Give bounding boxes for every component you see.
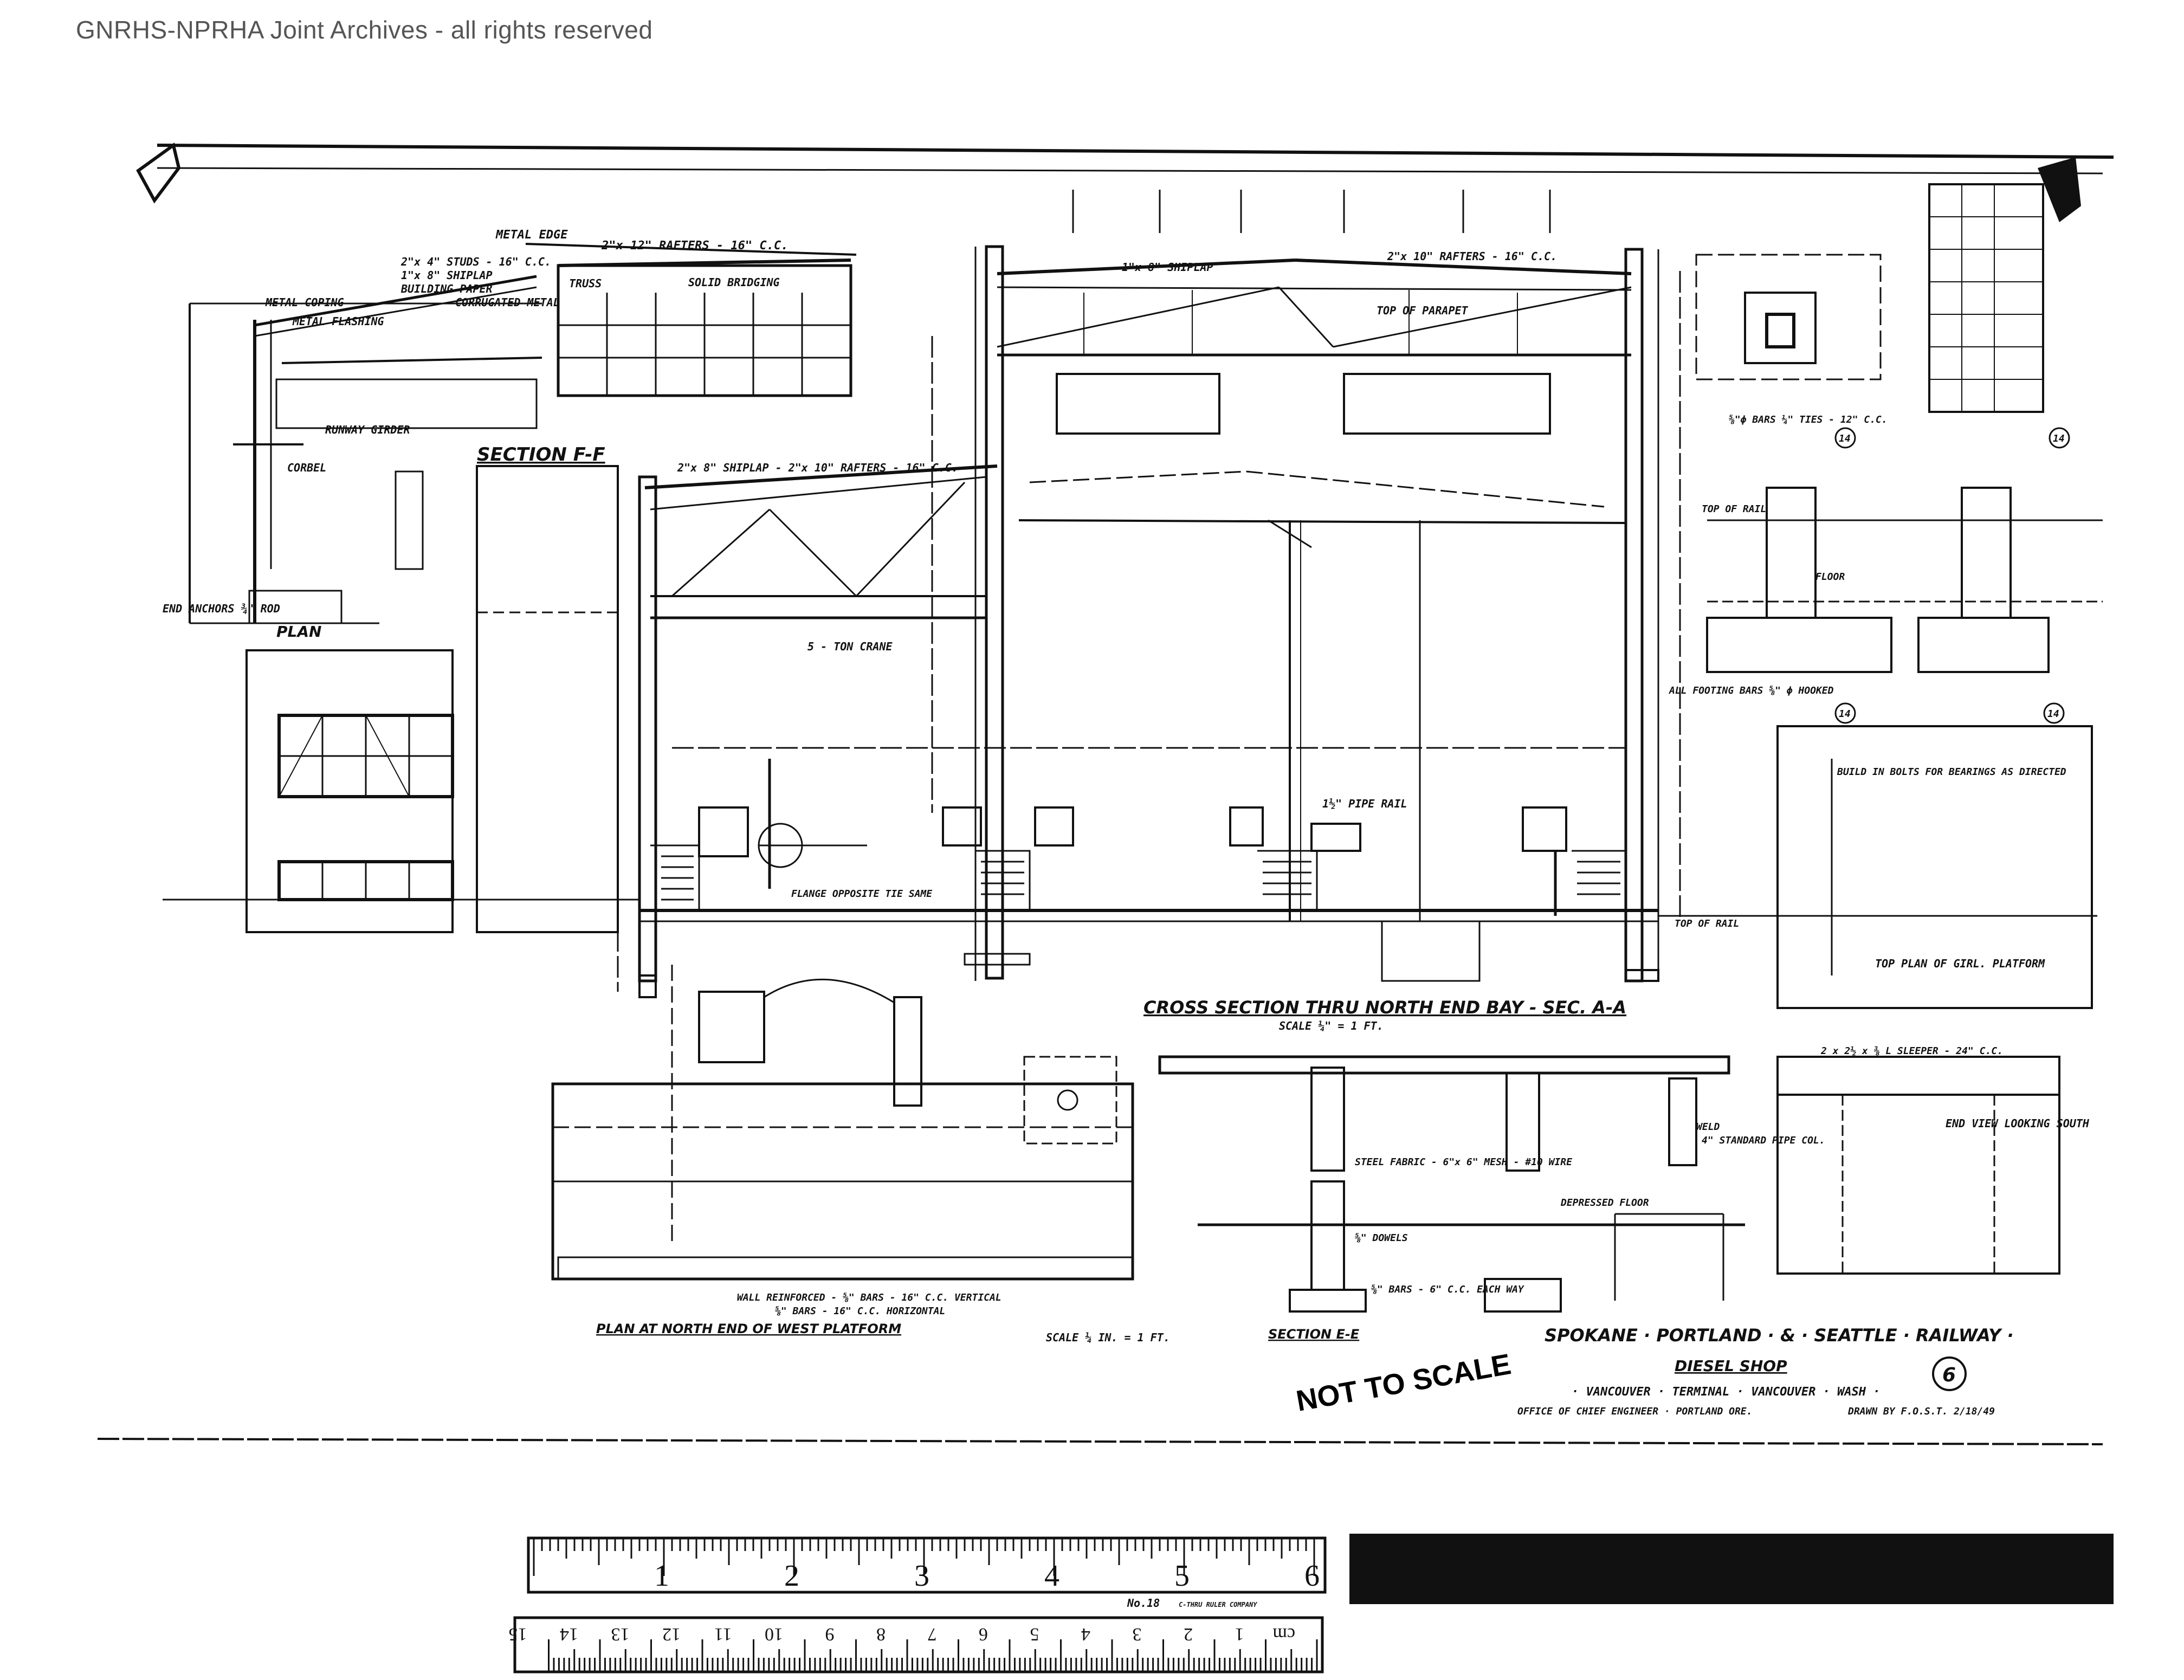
ruler-cm-number: 4 [1081, 1624, 1090, 1644]
cross-section-aa: 2"x 10" RAFTERS - 16" C.C. 1"x 8" SHIPLA… [163, 190, 2097, 1032]
ruler-cm-number: 1 [1235, 1624, 1244, 1644]
label-footing-bars: ALL FOOTING BARS ⅝" ϕ HOOKED [1669, 685, 1834, 696]
ruler-inch-number: 5 [1174, 1559, 1190, 1593]
ruler-cm-number: cm [1272, 1624, 1295, 1644]
label-shiplap: 1"x 8" SHIPLAP [401, 269, 493, 282]
label-top-parapet: TOP OF PARAPET [1377, 304, 1469, 317]
title-plan: PLAN [276, 623, 321, 641]
ruler-cm-number: 5 [1030, 1624, 1039, 1644]
ruler-cm-number: 14 [560, 1624, 578, 1644]
ruler-brand: C-THRU RULER COMPANY [1179, 1601, 1257, 1608]
label-shiplap-roof: 1"x 8" SHIPLAP [1122, 261, 1213, 274]
section-ee: STEEL FABRIC - 6"x 6" MESH - #10 WIRE 4"… [1158, 1055, 1825, 1342]
label-ties: ⅝"ϕ BARS ¼" TIES - 12" C.C. [1729, 414, 1888, 425]
ruler-inch-number: 1 [654, 1559, 669, 1593]
column-footing-details: 14 14 14 14 ⅝"ϕ BARS ¼" TIES - 12" C.C. … [1669, 183, 2103, 1275]
label-angle-sleeper: 2 x 2½ x ⅜ L SLEEPER - 24" C.C. [1820, 1045, 2003, 1057]
ruler-cm-number: 9 [825, 1624, 835, 1644]
label-depressed-floor: DEPRESSED FLOOR [1560, 1197, 1649, 1209]
ruler-inch-number: 6 [1304, 1559, 1320, 1593]
label-corrugated-metal: CORRUGATED METAL [455, 296, 560, 309]
ruler-inch-number: 3 [914, 1559, 929, 1593]
black-calibration-bar [1349, 1534, 2114, 1604]
label-metal-coping: METAL COPING [265, 296, 344, 309]
label-metal-edge: METAL EDGE [495, 228, 568, 242]
label-studs: 2"x 4" STUDS - 16" C.C. [400, 255, 551, 268]
label-flange: FLANGE OPPOSITE TIE SAME [791, 888, 932, 900]
title-top-plan: TOP PLAN OF GIRL. PLATFORM [1875, 957, 2045, 970]
ruler-cm-number: 13 [611, 1624, 630, 1644]
label-crane: 5 - TON CRANE [807, 640, 893, 653]
label-wall-reinforced-2: ⅝" BARS - 16" C.C. HORIZONTAL [775, 1306, 945, 1317]
ruler-cm-number: 8 [876, 1624, 886, 1644]
label-build-in-bolts: BUILD IN BOLTS FOR BEARINGS AS DIRECTED [1837, 766, 2066, 778]
not-to-scale-stamp: NOT TO SCALE [1294, 1348, 1513, 1418]
label-bars-each-way: ⅝" BARS - 6" C.C. EACH WAY [1371, 1284, 1524, 1295]
sheet-border [97, 142, 2114, 1445]
ruler-cm-number: 11 [714, 1624, 732, 1644]
ruler-cm-number: 15 [509, 1624, 527, 1644]
label-corbel: CORBEL [287, 461, 326, 474]
plan-north-end: WALL REINFORCED - ⅝" BARS - 16" C.C. VER… [551, 965, 1170, 1344]
title-plan-north: PLAN AT NORTH END OF WEST PLATFORM [596, 1321, 901, 1336]
dimension-ticks [617, 190, 1681, 992]
label-rafters-right: 2"x 10" RAFTERS - 16" C.C. [1387, 250, 1557, 263]
ruler-cm-number: 3 [1133, 1624, 1142, 1644]
label-rafters-low: 2"x 8" SHIPLAP - 2"x 10" RAFTERS - 16" C… [677, 461, 958, 474]
title-section-ee: SECTION E-E [1268, 1327, 1360, 1342]
title-office: OFFICE OF CHIEF ENGINEER · PORTLAND ORE. [1517, 1406, 1752, 1417]
title-location: · VANCOUVER · TERMINAL · VANCOUVER · WAS… [1572, 1385, 1881, 1399]
title-building: DIESEL SHOP [1675, 1357, 1787, 1375]
label-steel-fabric: STEEL FABRIC - 6"x 6" MESH - #10 WIRE [1355, 1156, 1572, 1168]
title-cross-section: CROSS SECTION THRU NORTH END BAY - SEC. … [1143, 997, 1626, 1018]
platform-stairs [650, 759, 1627, 916]
detail-mark-2: 14 [2053, 433, 2065, 444]
label-weld: WELD [1696, 1121, 1720, 1133]
ruler-inch-number: 2 [784, 1559, 799, 1593]
ruler-cm-number: 7 [928, 1624, 937, 1644]
label-dowels: ⅝" DOWELS [1355, 1232, 1408, 1244]
label-wall-reinforced: WALL REINFORCED - ⅝" BARS - 16" C.C. VER… [737, 1292, 1001, 1303]
label-top-of-rail: TOP OF RAIL [1675, 918, 1739, 929]
ruler-cm-number: 12 [662, 1624, 681, 1644]
label-end-anchors: END ANCHORS ¾" ROD [163, 602, 280, 615]
label-runway-girder: RUNWAY GIRDER [325, 423, 410, 436]
detail-mark-1: 14 [1839, 433, 1851, 444]
scale-ruler: No.18 C-THRU RULER COMPANY [513, 1534, 2114, 1673]
title-end-view: END VIEW LOOKING SOUTH [1946, 1117, 2090, 1130]
ruler-cm-number: 2 [1184, 1624, 1193, 1644]
ruler-cm-number: 6 [979, 1624, 988, 1644]
title-railway: SPOKANE · PORTLAND · & · SEATTLE · RAILW… [1545, 1325, 2014, 1346]
scale-plan-north: SCALE ¼ IN. = 1 FT. [1046, 1331, 1170, 1344]
title-drawn-by: DRAWN BY F.O.S.T. 2/18/49 [1847, 1406, 1995, 1417]
title-section-ff: SECTION F-F [477, 444, 605, 466]
label-metal-flashing: METAL FLASHING [292, 315, 384, 328]
label-pipe-rail: 1½" PIPE RAIL [1322, 797, 1407, 810]
label-top-of-rail-2: TOP OF RAIL [1702, 503, 1766, 515]
sheet-number: 6 [1942, 1364, 1956, 1386]
title-block: SPOKANE · PORTLAND · & · SEATTLE · RAILW… [1294, 1325, 2013, 1418]
label-floor: FLOOR [1815, 571, 1845, 583]
detail-mark-4: 14 [2047, 708, 2059, 720]
label-solid-bridging: SOLID BRIDGING [688, 276, 780, 289]
section-ff-detail: METAL EDGE 2"x 12" RAFTERS - 16" C.C. 2"… [163, 228, 857, 641]
label-building-paper: BUILDING PAPER [400, 282, 493, 295]
label-rafters-top: 2"x 12" RAFTERS - 16" C.C. [601, 239, 788, 253]
left-elevation [245, 465, 619, 933]
label-truss: TRUSS [569, 277, 602, 290]
detail-mark-3: 14 [1839, 708, 1851, 720]
ruler-inch-number: 4 [1044, 1559, 1059, 1593]
ruler-cm-number: 10 [765, 1624, 783, 1644]
label-standard-pipe: 4" STANDARD PIPE COL. [1702, 1135, 1825, 1146]
archive-watermark: GNRHS-NPRHA Joint Archives - all rights … [76, 16, 653, 44]
ruler-model: No.18 [1127, 1597, 1160, 1610]
scale-cross-section: SCALE ¼" = 1 FT. [1279, 1019, 1384, 1032]
